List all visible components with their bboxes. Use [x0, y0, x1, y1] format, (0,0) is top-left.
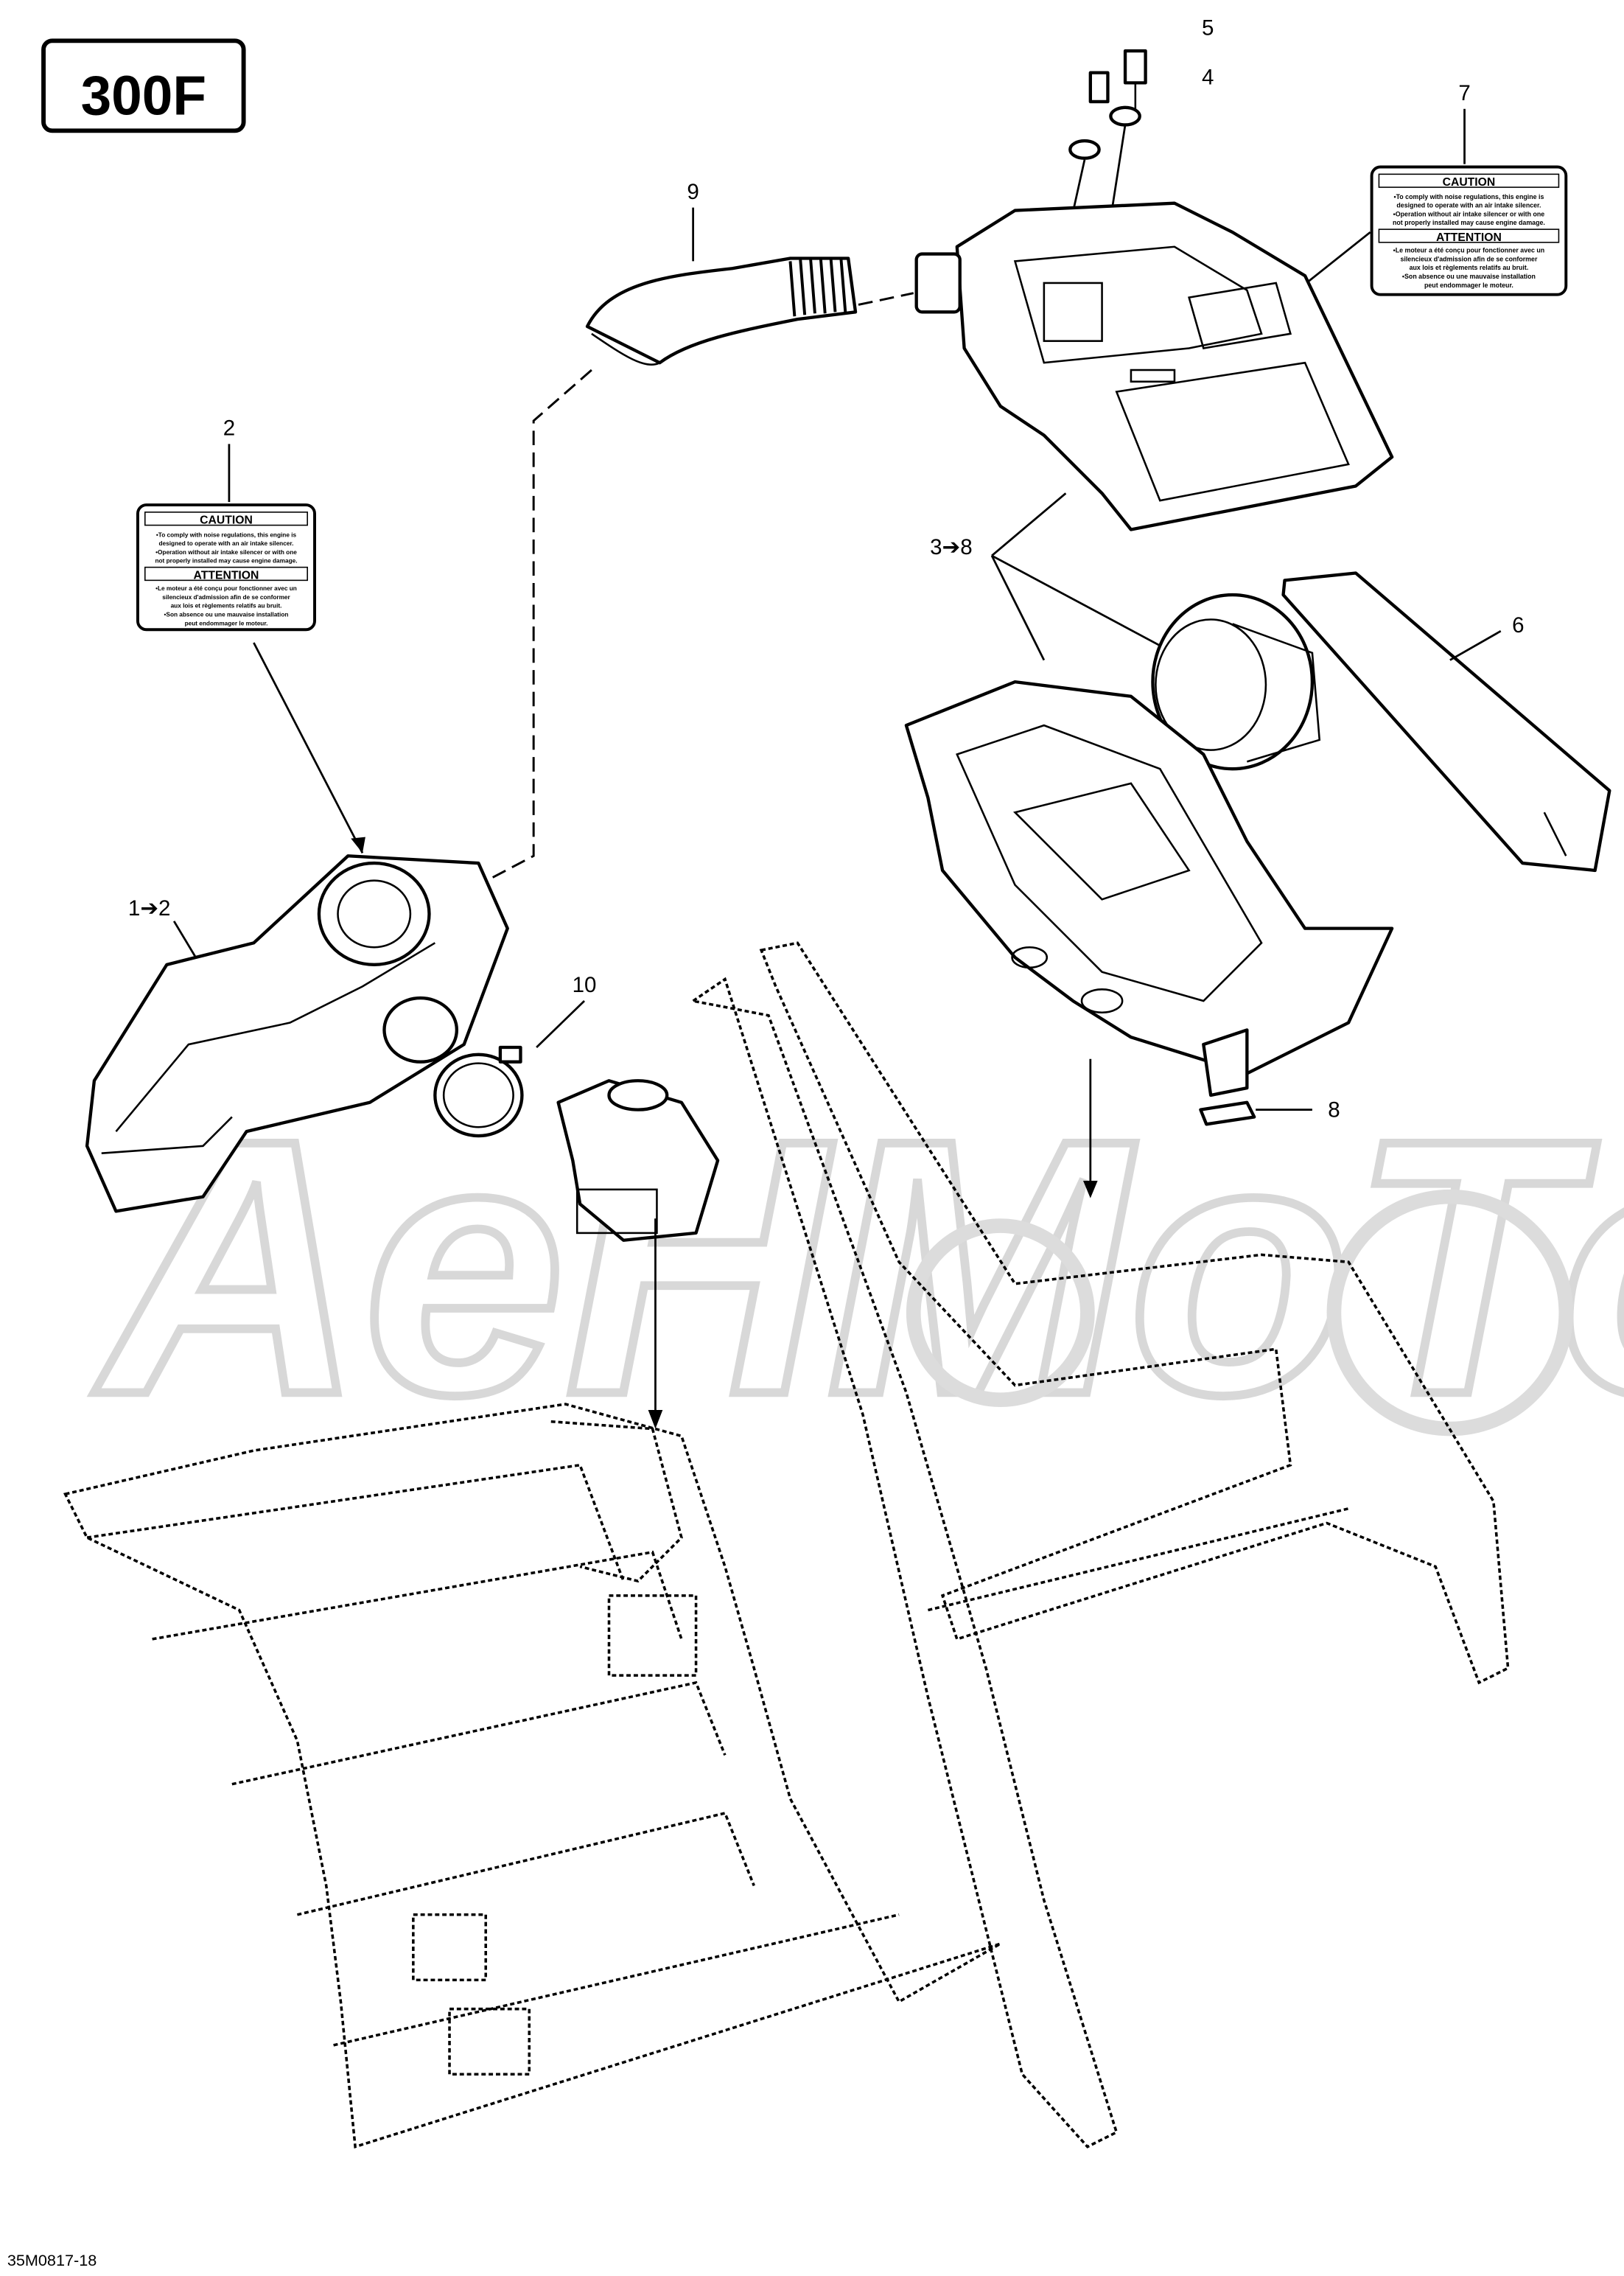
caution-line: not properly installed may cause engine … — [1393, 219, 1545, 226]
part-5-fitting[interactable] — [1088, 49, 1147, 116]
attention-line: •Le moteur a été conçu pour fonctionner … — [155, 585, 297, 592]
attention-line: •Son absence ou une mauvaise installatio… — [164, 612, 289, 618]
drawing-code: 35M0817-18 — [7, 2251, 97, 2269]
callout-9[interactable]: 9 — [687, 180, 699, 204]
part-2-warning-label[interactable]: CAUTION •To comply with noise regulation… — [136, 503, 316, 632]
callout-4[interactable]: 4 — [1202, 65, 1214, 89]
attention-line: aux lois et règlements relatifs au bruit… — [171, 603, 282, 610]
caution-line: •To comply with noise regulations, this … — [1393, 193, 1544, 200]
part-3-airbox-cover[interactable] — [914, 201, 1394, 531]
caution-title: CAUTION — [200, 514, 253, 527]
callout-3-8[interactable]: 3➔8 — [930, 535, 973, 559]
callout-7[interactable]: 7 — [1458, 81, 1470, 105]
attention-line: peut endommager le moteur. — [1424, 282, 1513, 289]
attention-line: silencieux d'admission afin de se confor… — [162, 594, 290, 601]
carburetor — [556, 1079, 720, 1242]
caution-line: not properly installed may cause engine … — [155, 558, 297, 565]
caution-line: •To comply with noise regulations, this … — [156, 531, 297, 538]
engine-floor-panel — [63, 1403, 1001, 2148]
part-3-intake-adapter[interactable] — [1151, 593, 1321, 771]
vehicle-frame — [690, 941, 1510, 2148]
attention-line: silencieux d'admission afin de se confor… — [1400, 255, 1537, 262]
attention-line: aux lois et règlements relatifs au bruit… — [1410, 264, 1529, 271]
part-8-clip[interactable] — [1199, 1100, 1256, 1126]
callout-6[interactable]: 6 — [1512, 613, 1524, 638]
part-10-clamp[interactable] — [433, 1045, 524, 1138]
callout-5[interactable]: 5 — [1202, 15, 1214, 40]
caution-line: •Operation without air intake silencer o… — [1393, 210, 1545, 217]
caution-line: designed to operate with an air intake s… — [159, 540, 294, 547]
watermark: AeHMoTo — [85, 1061, 1624, 1474]
attention-title: ATTENTION — [194, 569, 259, 582]
callout-8[interactable]: 8 — [1328, 1097, 1340, 1122]
caution-line: •Operation without air intake silencer o… — [155, 549, 297, 556]
attention-title: ATTENTION — [1436, 231, 1502, 244]
callout-1-2[interactable]: 1➔2 — [128, 896, 171, 921]
part-1-air-intake-silencer[interactable] — [85, 854, 509, 1213]
model-badge: 300F — [41, 38, 246, 133]
attention-line: •Son absence ou une mauvaise installatio… — [1402, 273, 1536, 280]
part-3-airbox-base[interactable] — [904, 680, 1394, 1097]
attention-line: peut endommager le moteur. — [185, 620, 268, 626]
part-9-intake-hose[interactable] — [585, 256, 858, 366]
attention-line: •Le moteur a été conçu pour fonctionner … — [1393, 247, 1545, 254]
caution-title: CAUTION — [1443, 176, 1496, 189]
part-7-warning-label[interactable]: CAUTION •To comply with noise regulation… — [1370, 165, 1568, 296]
watermark-text: AeHMoTo — [90, 1065, 1624, 1470]
callout-2[interactable]: 2 — [223, 416, 235, 441]
callout-10[interactable]: 10 — [573, 973, 597, 997]
part-4-grommet[interactable] — [1068, 105, 1141, 160]
part-6-duct-cover[interactable] — [1281, 571, 1611, 873]
model-badge-text: 300F — [81, 65, 206, 127]
caution-line: designed to operate with an air intake s… — [1396, 202, 1541, 209]
